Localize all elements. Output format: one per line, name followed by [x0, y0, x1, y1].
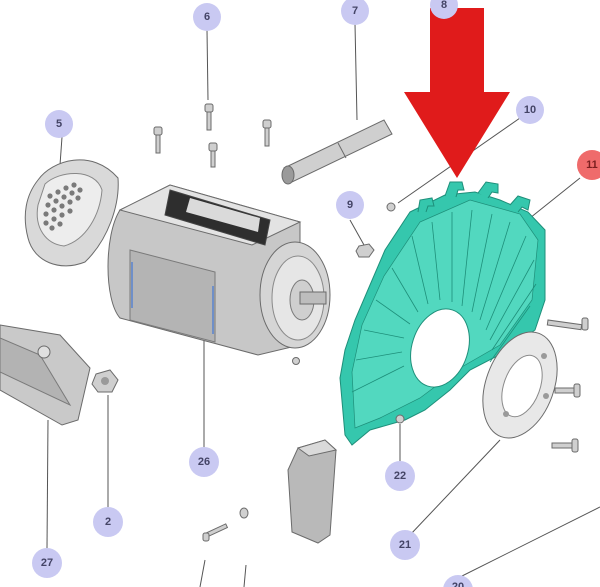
part-10-nut: [386, 202, 396, 212]
bottom-screw: [202, 523, 229, 542]
svg-text:27: 27: [41, 557, 53, 569]
handle-part: [287, 439, 338, 544]
part-2-nut: [91, 369, 119, 393]
svg-text:9: 9: [347, 199, 353, 211]
svg-text:7: 7: [352, 5, 358, 17]
callout-5[interactable]: 5: [45, 110, 73, 138]
svg-text:10: 10: [524, 104, 536, 116]
callout-2[interactable]: 2: [93, 507, 123, 537]
leader-lines: [46, 23, 600, 587]
callout-9[interactable]: 9: [336, 191, 364, 219]
callout-7[interactable]: 7: [341, 0, 369, 25]
callout-10[interactable]: 10: [516, 96, 544, 124]
svg-text:11: 11: [586, 159, 598, 171]
part-22-washer: [395, 414, 405, 424]
svg-text:26: 26: [198, 456, 210, 468]
callout-6[interactable]: 6: [193, 3, 221, 31]
small-washer: [239, 357, 300, 519]
svg-text:2: 2: [105, 516, 111, 528]
callout-22[interactable]: 22: [385, 461, 415, 491]
part-6-screws: [153, 103, 272, 168]
svg-text:21: 21: [399, 539, 411, 551]
callout-26[interactable]: 26: [189, 447, 219, 477]
callout-8[interactable]: 8: [430, 0, 458, 19]
svg-text:20: 20: [452, 581, 464, 587]
callout-20[interactable]: 20: [443, 575, 473, 587]
part-5-filter-cover: [24, 159, 119, 267]
svg-text:8: 8: [441, 0, 447, 11]
right-bolts: [546, 317, 589, 453]
callout-27[interactable]: 27: [32, 548, 62, 578]
red-arrow-indicator: [404, 8, 510, 178]
callout-11[interactable]: 11: [577, 150, 600, 180]
callout-21[interactable]: 21: [390, 530, 420, 560]
svg-text:22: 22: [394, 470, 406, 482]
svg-text:5: 5: [56, 118, 62, 130]
part-7-pin: [281, 119, 393, 185]
part-26-motor: [107, 184, 331, 356]
part-9-nut: [355, 243, 375, 258]
svg-text:6: 6: [204, 11, 210, 23]
part-11-blade-guard: [339, 181, 546, 446]
callout-bubbles: 6 7 8 10 11 5 9 26 2 27 22 21 20: [32, 0, 600, 587]
part-21-flange: [482, 331, 558, 439]
part-27-bracket: [0, 324, 91, 426]
